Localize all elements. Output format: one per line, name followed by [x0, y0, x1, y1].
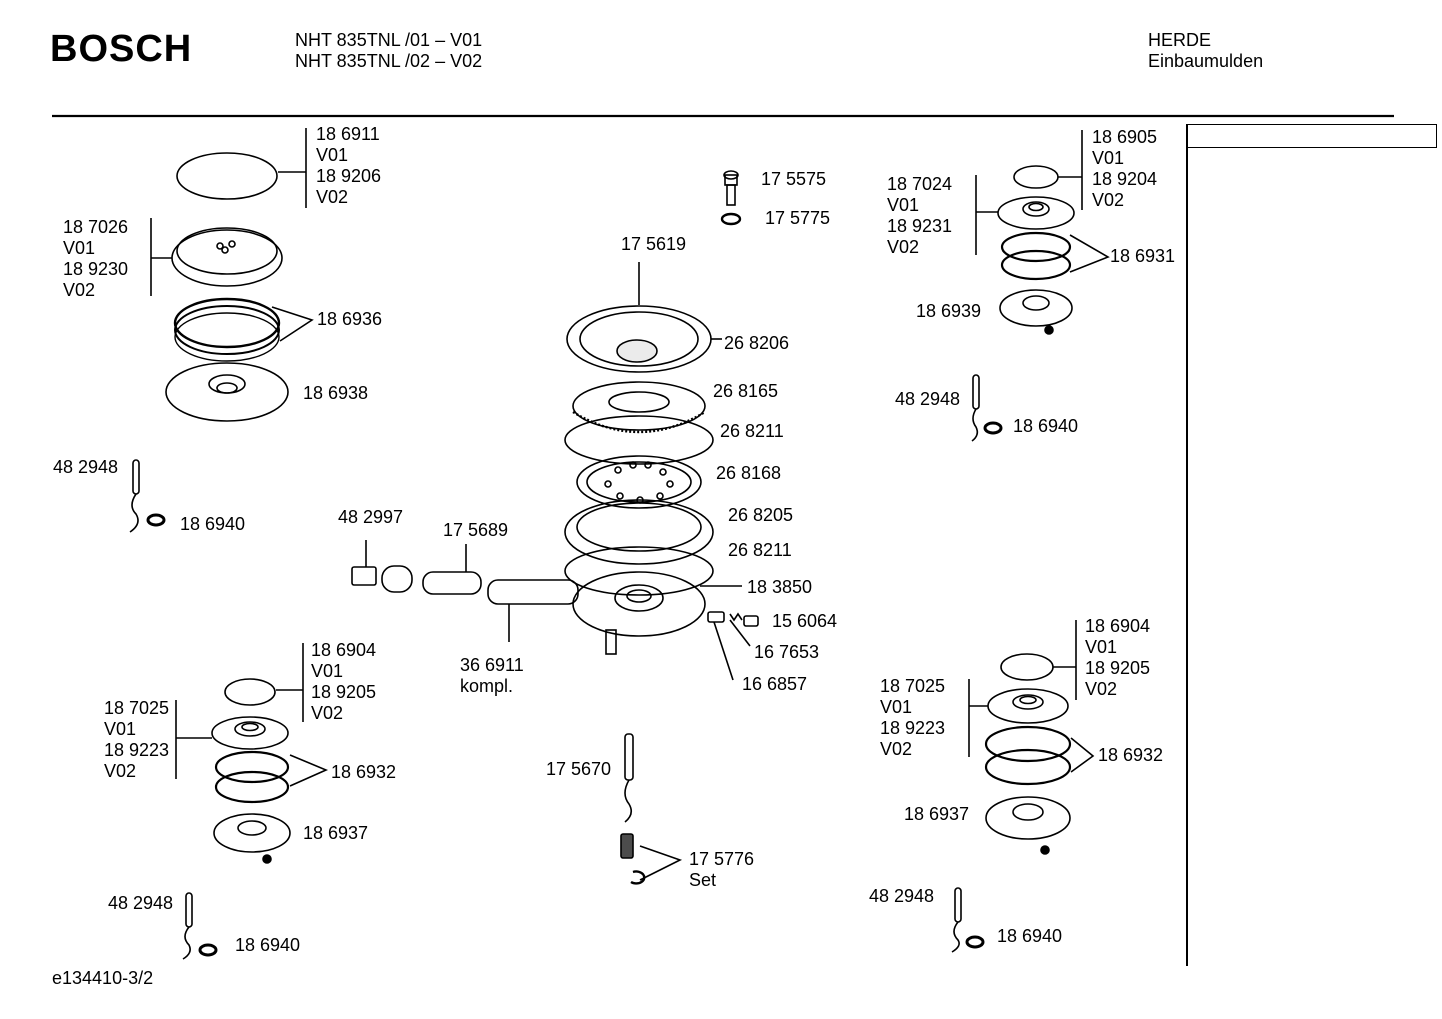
- category-line-1: HERDE: [1148, 30, 1212, 50]
- bl-ring-label: 18 6932: [331, 762, 397, 782]
- br-crown-part: [987, 688, 1069, 724]
- tl-crown-part: [171, 229, 283, 287]
- top-left-burner: [129, 128, 314, 533]
- c-base-label: 26 8205: [728, 505, 794, 525]
- side-info-box: [1187, 124, 1437, 148]
- model-line-2: NHT 835TNL /02 – V02: [295, 51, 483, 71]
- c-mixing-pipe-part: [487, 579, 579, 605]
- c-nozzle-part: [743, 615, 759, 627]
- br-base-part: [985, 796, 1071, 840]
- c-connector-label: 48 2997: [338, 507, 404, 527]
- tl-base-label: 18 6938: [303, 383, 369, 403]
- tr-ring-part: [1000, 231, 1072, 263]
- tr-ring-label: 18 6931: [1110, 246, 1176, 266]
- bl-washer-label: 18 6940: [235, 935, 301, 955]
- category-line-2: Einbaumulden: [1148, 51, 1264, 71]
- c-thermo-part: [624, 733, 634, 823]
- screw-washer-label: 17 5775: [765, 208, 831, 228]
- tl-electrode-label: 48 2948: [53, 457, 119, 477]
- bl-base-label: 18 6937: [303, 823, 369, 843]
- c-crown-part: [572, 381, 706, 431]
- c-distributor-label: 26 8168: [716, 463, 782, 483]
- br-washer-label: 18 6940: [997, 926, 1063, 946]
- tr-base-part: [999, 289, 1073, 327]
- center-burner: [351, 170, 759, 885]
- bottom-right-burner: [951, 620, 1095, 953]
- c-tube-label: 17 5689: [443, 520, 509, 540]
- c-ring-2-label: 26 8211: [728, 540, 792, 560]
- c-top-cap-label: 17 5619: [621, 234, 687, 254]
- model-line-1: NHT 835TNL /01 – V01: [295, 30, 483, 50]
- doc-id: e134410-3/2: [52, 968, 154, 988]
- c-spring-part: [729, 612, 743, 622]
- bl-washer-part: [198, 943, 218, 957]
- tr-washer-label: 18 6940: [1013, 416, 1079, 436]
- bl-electrode-part: [182, 892, 193, 960]
- br-ring-part: [984, 725, 1072, 763]
- screw-washer-part: [720, 212, 742, 226]
- c-crown-inner-label: 26 8165: [713, 381, 779, 401]
- c-base-part: [564, 499, 714, 565]
- bl-base-part: [213, 813, 291, 853]
- tr-electrode-label: 48 2948: [895, 389, 961, 409]
- br-electrode-label: 48 2948: [869, 886, 935, 906]
- c-ring-2-part: [564, 546, 714, 596]
- br-base-label: 18 6937: [904, 804, 970, 824]
- tr-electrode-part: [971, 374, 980, 442]
- bl-crown-part: [211, 716, 289, 750]
- tl-cap-part: [176, 152, 278, 200]
- br-electrode-part: [951, 887, 962, 953]
- brand-logo: BOSCH: [50, 28, 193, 70]
- bottom-left-burner: [175, 643, 329, 960]
- tr-crown-part: [997, 196, 1075, 230]
- tl-washer-label: 18 6940: [180, 514, 246, 534]
- c-connector-part: [351, 540, 413, 593]
- tr-base-label: 18 6939: [916, 301, 982, 321]
- c-thermo-label: 17 5670: [546, 759, 612, 779]
- screw-part: [723, 170, 739, 206]
- c-nozzle-label: 15 6064: [772, 611, 838, 631]
- tl-electrode-part: [129, 459, 140, 533]
- br-cap-part: [1000, 653, 1054, 681]
- c-distributor-part: [576, 455, 702, 509]
- bl-ring-part: [214, 750, 290, 784]
- tl-washer-part: [146, 513, 166, 527]
- c-ring-1-part: [564, 415, 714, 465]
- top-right-burner: [971, 130, 1110, 442]
- tr-washer-part: [983, 421, 1003, 435]
- tl-base-part: [165, 362, 289, 422]
- tl-ring-label: 18 6936: [317, 309, 383, 329]
- bl-cap-part: [224, 678, 276, 706]
- c-set-part: [620, 833, 683, 885]
- br-washer-part: [965, 935, 985, 949]
- c-ring-1-label: 26 8211: [720, 421, 784, 441]
- c-crown-outer-label: 26 8206: [724, 333, 790, 353]
- c-body-part: [572, 571, 706, 637]
- c-tube-part: [422, 571, 482, 595]
- c-spring-label: 16 7653: [754, 642, 820, 662]
- c-fitting-label: 16 6857: [742, 674, 808, 694]
- c-fitting-part: [707, 611, 725, 623]
- tr-cap-part: [1013, 165, 1059, 189]
- tl-ring-part: [173, 297, 281, 349]
- c-body-ring-label: 18 3850: [747, 577, 813, 597]
- bl-electrode-label: 48 2948: [108, 893, 174, 913]
- br-ring-label: 18 6932: [1098, 745, 1164, 765]
- screw-label: 17 5575: [761, 169, 827, 189]
